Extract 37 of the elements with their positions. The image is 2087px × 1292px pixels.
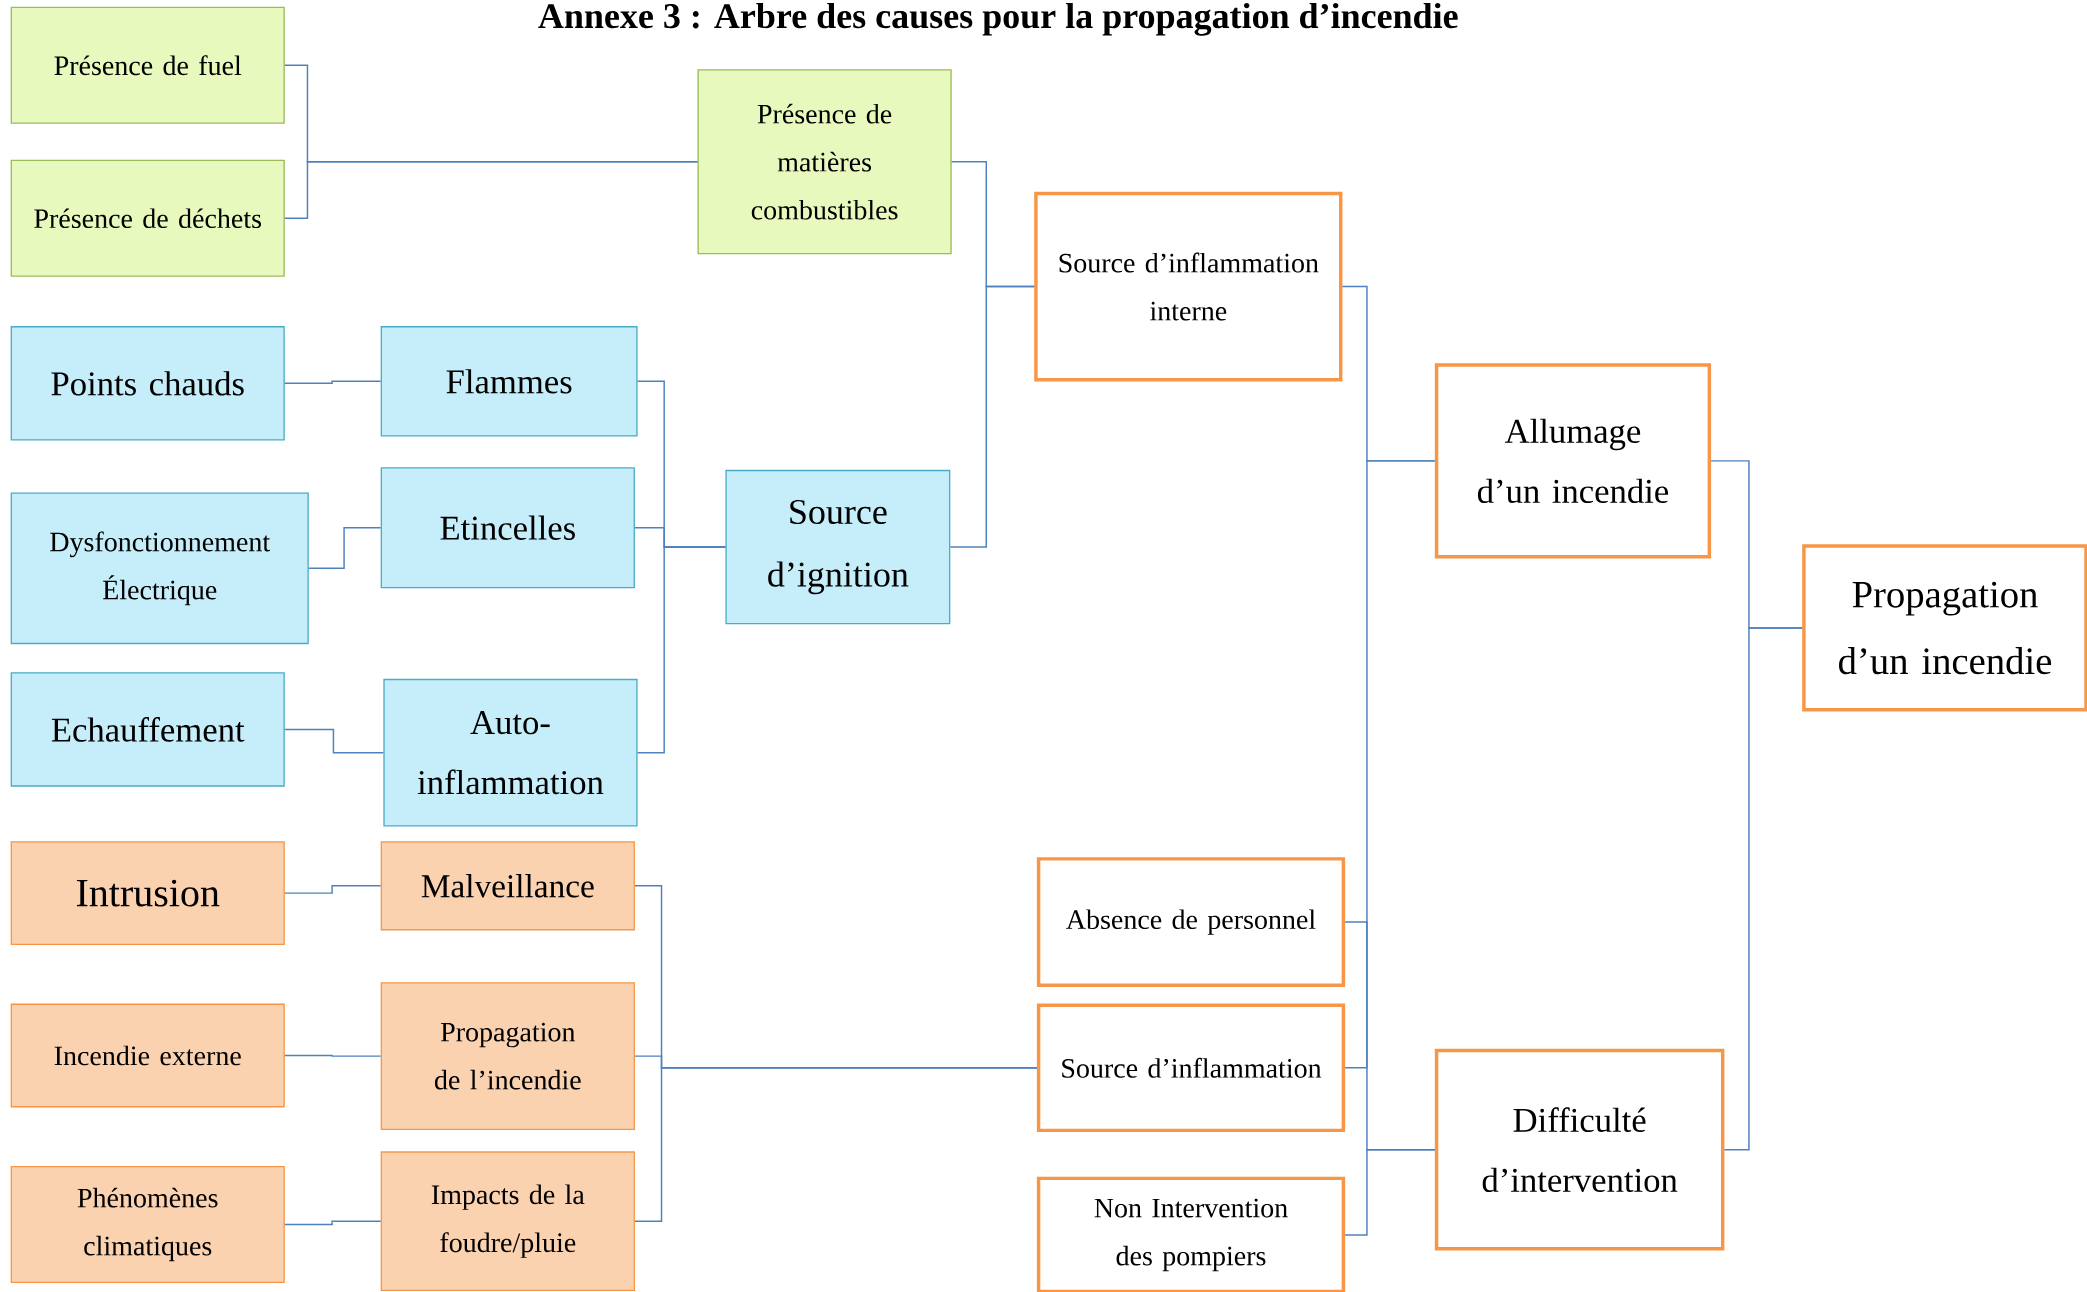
cause-box: Etincelles [380,467,635,589]
cause-box: Points chauds [10,325,285,441]
cause-box: Dysfonctionnement Électrique [10,492,309,644]
connector [284,380,382,384]
event-box: Propagation d’un incendie [1802,544,2087,712]
cause-box: Intrusion [10,841,285,945]
event-box: Difficulté d’intervention [1434,1048,1725,1251]
event-box: Allumage d’un incendie [1434,363,1712,559]
cause-box: Echauffement [10,671,285,787]
connector [636,546,727,754]
connector [284,728,385,754]
cause-box: Incendie externe [10,1003,285,1108]
cause-box: Impacts de la foudre/pluie [380,1151,635,1291]
connector [284,160,699,219]
connector [308,526,382,569]
title: Annexe 3 : Arbre des causes pour la propagation d’incendie [538,2,1458,36]
connector [634,1066,1038,1222]
event-box: Source d’inflammation [1036,1003,1346,1132]
cause-box: Présence de fuel [10,6,285,124]
cause-box: Source d’ignition [725,469,951,625]
connector [284,1220,382,1226]
cause-box: Présence de déchets [10,159,285,277]
connector [284,884,382,894]
event-box: Source d’inflammation interne [1034,191,1343,382]
cause-box: Phénomènes climatiques [10,1165,285,1283]
connector [949,285,1035,548]
cause-box: Malveillance [380,841,635,931]
cause-box: Auto-inflammation [383,678,638,827]
cause-box: Flammes [380,325,638,437]
connector [1723,627,1803,1151]
cause-box: Propagation de l’incendie [380,982,635,1130]
connector [1344,1148,1436,1236]
cause-box: Présence de matières combustibles [697,69,952,255]
event-box: Absence de personnel [1036,856,1346,987]
connector [1344,459,1436,1069]
event-box: Non Intervention des pompiers [1036,1176,1346,1292]
connector [284,1054,382,1057]
